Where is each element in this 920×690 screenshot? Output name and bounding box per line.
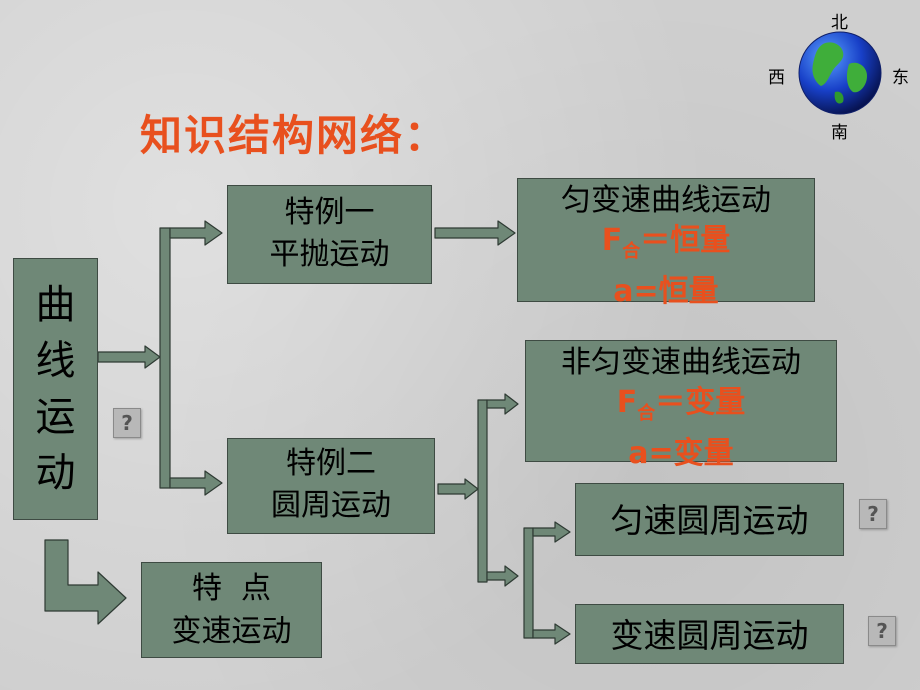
compass-east-label: 东 (892, 68, 909, 88)
uniform-curve-title: 匀变速曲线运动 (561, 183, 771, 218)
root-box-curve-motion: 曲线运动 (13, 258, 98, 520)
branch-trunk-middle (477, 399, 488, 583)
case1-box-projectile: 特例一 平抛运动 (227, 185, 432, 284)
nonuniform-curve-title: 非匀变速曲线运动 (561, 345, 801, 380)
root-label: 曲线运动 (35, 282, 76, 496)
nonuniform-curve-force: F合＝变量 (526, 383, 836, 434)
compass-north-label: 北 (831, 13, 848, 33)
arrow-root-to-feature (44, 539, 127, 625)
arrow-to-uniform-circular (532, 521, 571, 543)
arrow-to-case2 (169, 470, 223, 496)
branch-trunk-left (159, 227, 171, 489)
case1-line2: 平抛运动 (269, 237, 390, 272)
uniform-force-eq: ＝恒量 (640, 223, 731, 258)
nonuniform-force-symbol: F (616, 385, 638, 420)
branch-trunk-right (523, 527, 534, 639)
help-button-curve-motion[interactable]: ? (113, 408, 141, 438)
uniform-circular-label: 匀速圆周运动 (610, 501, 809, 540)
variable-circular-box: 变速圆周运动 (575, 604, 844, 664)
feature-box: 特 点 变速运动 (141, 562, 322, 658)
case1-line1: 特例一 (284, 195, 375, 230)
uniform-force-symbol: F (601, 223, 623, 258)
nonuniform-force-sub: 合 (637, 403, 656, 424)
uniform-curve-force: F合＝恒量 (518, 221, 814, 272)
arrow-to-variable-circular (532, 623, 571, 645)
uniform-curve-accel: a=恒量 (613, 274, 719, 309)
arrow-case2-to-junction (437, 478, 479, 500)
arrow-to-circular-group (486, 565, 519, 587)
feature-line1: 特 点 (191, 571, 272, 606)
case2-box-circular: 特例二 圆周运动 (227, 438, 435, 534)
nonuniform-curve-accel: a=变量 (628, 436, 734, 471)
arrow-root-to-junction (97, 345, 161, 369)
case2-line2: 圆周运动 (271, 488, 391, 523)
feature-line2: 变速运动 (171, 614, 292, 649)
variable-circular-label: 变速圆周运动 (610, 616, 809, 655)
uniform-force-sub: 合 (622, 241, 641, 262)
compass-west-label: 西 (768, 68, 785, 88)
case2-line1: 特例二 (286, 446, 376, 481)
help-button-uniform-circular[interactable]: ? (859, 499, 887, 529)
globe-icon (798, 31, 882, 115)
uniform-circular-box: 匀速圆周运动 (575, 483, 844, 556)
arrow-case1-to-uniform (434, 220, 516, 246)
compass-south-label: 南 (831, 123, 848, 143)
arrow-to-case1 (169, 220, 223, 246)
arrow-to-nonuniform (486, 393, 519, 415)
nonuniform-force-eq: ＝变量 (655, 385, 746, 420)
nonuniform-curve-box: 非匀变速曲线运动 F合＝变量 a=变量 (525, 340, 837, 471)
help-button-variable-circular[interactable]: ? (868, 616, 896, 646)
page-title: 知识结构网络： (140, 111, 449, 160)
uniform-curve-box: 匀变速曲线运动 F合＝恒量 a=恒量 (517, 178, 815, 309)
